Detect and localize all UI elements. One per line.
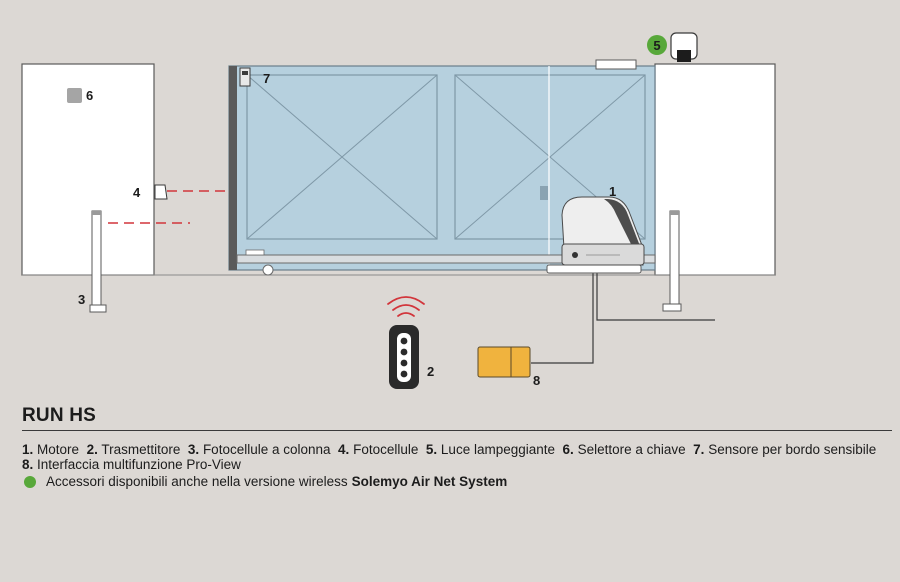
- flashing-light: [670, 32, 698, 62]
- gate-installation-diagram: 6 7 4 3 1 5: [21, 32, 776, 389]
- key-selector: [67, 88, 82, 103]
- legend-num-5: 5.: [425, 442, 438, 457]
- wireless-note-brand: Solemyo Air Net System: [351, 474, 508, 489]
- legend-num-7: 7.: [693, 442, 705, 457]
- wireless-note-text: Accessori disponibili anche nella versio…: [46, 474, 348, 489]
- callout-6: 6: [86, 88, 93, 103]
- legend-text-4: Fotocellule: [353, 442, 419, 457]
- legend-num-2: 2.: [86, 442, 98, 457]
- callout-1: 1: [609, 184, 616, 199]
- edge-sensor: [239, 67, 251, 87]
- column-photocell-left: [91, 210, 102, 312]
- legend-text-2: Trasmettitore: [101, 442, 181, 457]
- power-cable: [596, 273, 715, 321]
- legend-num-8: 8.: [22, 457, 34, 472]
- legend-text-1: Motore: [37, 442, 80, 457]
- callout-5: 5: [653, 38, 660, 53]
- legend-num-4: 4.: [338, 442, 350, 457]
- callout-8: 8: [533, 373, 540, 388]
- legend-text-5: Luce lampeggiante: [440, 442, 556, 457]
- motor: [546, 196, 645, 274]
- gate-panel-left: [246, 74, 438, 240]
- wireless-badge-5: [647, 35, 667, 55]
- callout-7: 7: [263, 71, 270, 86]
- wireless-dot-icon: [24, 475, 36, 488]
- control-cable: [531, 273, 594, 364]
- product-title: RUN HS: [22, 405, 97, 426]
- title-divider: [22, 430, 892, 431]
- column-photocell-right: [669, 210, 680, 312]
- legend-text-8: Interfaccia multifunzione Pro-View: [37, 457, 241, 472]
- legend: 1. Motore 2. Trasmettitore 3. Fotocellul…: [22, 442, 884, 472]
- left-wall: [21, 63, 155, 276]
- callout-2: 2: [427, 364, 434, 379]
- callout-4: 4: [133, 185, 141, 200]
- gate-rail: [236, 254, 656, 264]
- gate-panel-right: [454, 74, 646, 240]
- gate-stop: [595, 59, 637, 70]
- legend-text-7: Sensore per bordo sensibile: [708, 442, 877, 457]
- legend-text-6: Selettore a chiave: [577, 442, 686, 457]
- wall-photocell: [154, 184, 168, 200]
- legend-num-6: 6.: [562, 442, 574, 457]
- proview-interface: [477, 346, 531, 378]
- legend-num-1: 1.: [22, 442, 34, 457]
- transmitter: [387, 296, 425, 389]
- wireless-note: Accessori disponibili anche nella versio…: [22, 474, 507, 489]
- legend-text-3: Fotocellule a colonna: [202, 442, 331, 457]
- legend-num-3: 3.: [187, 442, 200, 457]
- callout-3: 3: [78, 292, 85, 307]
